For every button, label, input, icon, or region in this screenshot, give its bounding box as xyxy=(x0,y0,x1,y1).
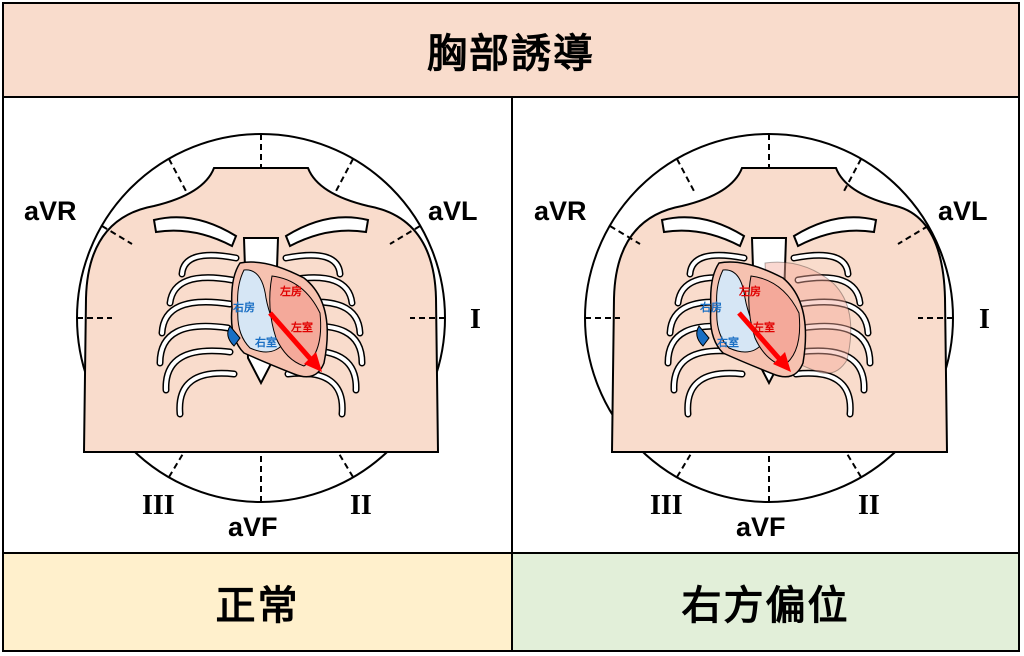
lead-2-label: II xyxy=(858,490,880,521)
axis-ticks xyxy=(77,134,445,502)
avf-label: aVF xyxy=(228,512,278,542)
heart xyxy=(696,261,807,378)
normal-caption-box: 正常 xyxy=(4,552,513,650)
deviation-chest-diagram: 右房 左房 右室 左室 aVR aVL I III II aVF xyxy=(534,133,990,542)
left-atrium-label: 左房 xyxy=(738,284,761,298)
heart xyxy=(227,261,328,378)
right-atrium-label: 右房 xyxy=(699,300,722,314)
right-ventricle-label: 右室 xyxy=(716,335,739,349)
left-atrium-label: 左房 xyxy=(279,284,302,298)
lead-3-label: III xyxy=(650,490,683,521)
lead-1-label: I xyxy=(979,304,990,335)
axis-ticks xyxy=(585,134,953,502)
avl-label: aVL xyxy=(938,196,988,226)
right-atrium-label: 右房 xyxy=(232,300,255,314)
left-ventricle-label: 左室 xyxy=(752,320,775,334)
lead-2-label: II xyxy=(350,490,372,521)
right-ventricle-label: 右室 xyxy=(254,335,277,349)
deviation-panel: 右房 左房 右室 左室 aVR aVL I III II aVF xyxy=(513,98,1018,552)
deviation-caption-box: 右方偏位 xyxy=(513,552,1018,650)
normal-caption: 正常 xyxy=(215,583,300,629)
normal-panel: 右房 左房 右室 左室 aVR aVL I III II aVF xyxy=(4,98,513,552)
avf-label: aVF xyxy=(736,512,786,542)
avr-label: aVR xyxy=(534,196,587,226)
left-ventricle-label: 左室 xyxy=(290,320,313,334)
avl-label: aVL xyxy=(428,196,478,226)
clavicles xyxy=(660,216,878,248)
lead-3-label: III xyxy=(142,490,175,521)
deviation-caption: 右方偏位 xyxy=(681,583,850,629)
page-title: 胸部誘導 xyxy=(427,31,595,77)
normal-chest-diagram: 右房 左房 右室 左室 aVR aVL I III II aVF xyxy=(24,133,481,542)
avr-label: aVR xyxy=(24,196,77,226)
clavicles xyxy=(152,216,370,248)
title-header: 胸部誘導 xyxy=(4,4,1018,98)
lead-1-label: I xyxy=(470,304,481,335)
